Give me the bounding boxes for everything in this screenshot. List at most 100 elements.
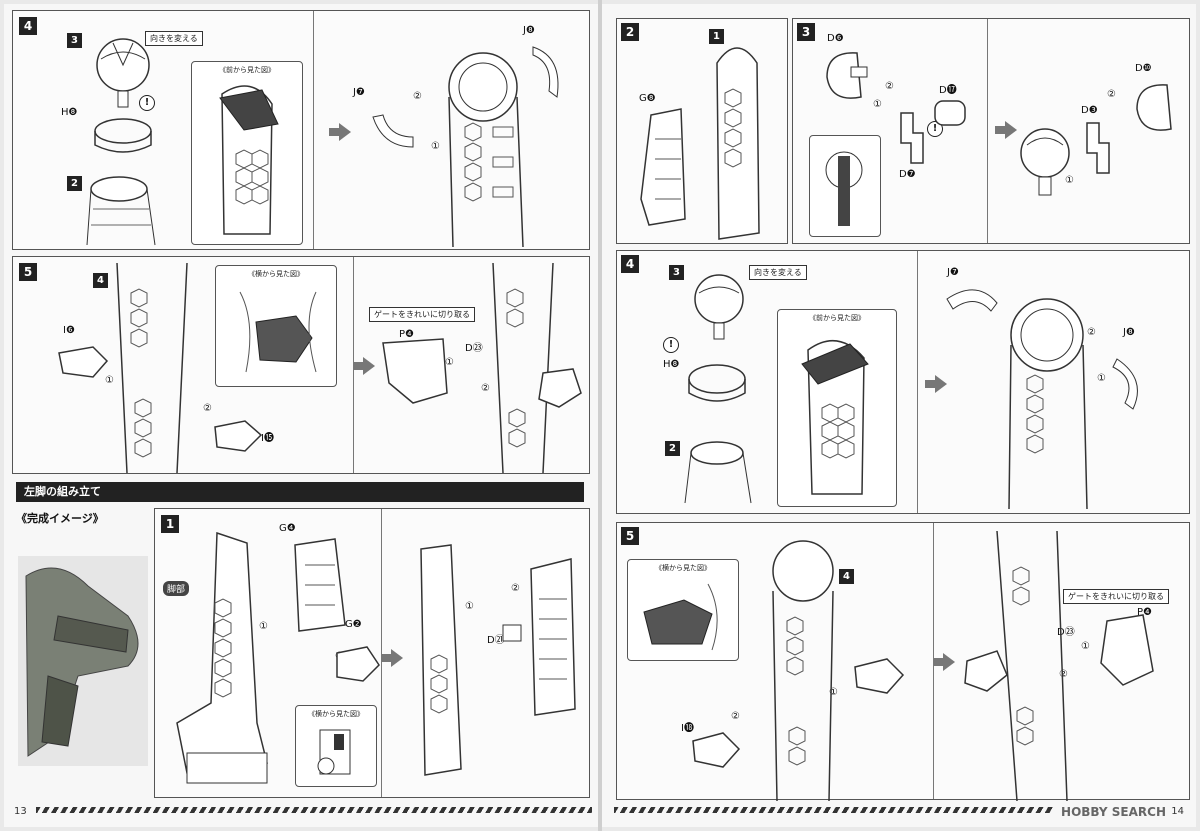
step-marker-1b: ① bbox=[1065, 175, 1074, 186]
step2-panel: 2 1 G❽ bbox=[616, 18, 788, 244]
caution-icon: ! bbox=[139, 95, 155, 111]
sub-step-1: 1 bbox=[709, 29, 724, 44]
spine bbox=[598, 0, 602, 831]
joint-part-g2-drawing bbox=[336, 646, 380, 682]
part-label-d17: D⓱ bbox=[939, 85, 957, 96]
part-label-g4: G❹ bbox=[279, 523, 296, 534]
left-page: 4 3 2 向きを変える H❽ ! J❽ J❼ ② ① bbox=[4, 4, 598, 827]
step-marker-2b: ② bbox=[511, 583, 520, 594]
cap-part-d6-drawing bbox=[826, 52, 868, 99]
inset-leg-drawing bbox=[219, 85, 279, 235]
inset-front-view: 《前から見た図》 bbox=[191, 61, 303, 245]
assembled-leg-drawing bbox=[946, 289, 1138, 510]
assembled-leg-side-drawing bbox=[964, 530, 1154, 802]
page-number: 13 bbox=[14, 806, 27, 817]
step-marker-1: ① bbox=[259, 621, 268, 632]
step-number: 3 bbox=[797, 23, 815, 41]
complete-image-label: 《完成イメージ》 bbox=[16, 512, 104, 525]
leg-socket-drawing bbox=[684, 441, 752, 504]
inset-title: 《横から見た図》 bbox=[308, 710, 364, 718]
inset-joint-drawing bbox=[317, 729, 351, 775]
part-label-p4: P❹ bbox=[1137, 607, 1152, 618]
frame-part-g4-drawing bbox=[294, 538, 346, 632]
ring-part-drawing bbox=[688, 364, 746, 402]
step-marker-1: ① bbox=[1097, 373, 1106, 384]
part-label-g2: G❷ bbox=[345, 619, 362, 630]
peg-part-d17-drawing bbox=[934, 100, 966, 126]
part-label-g8: G❽ bbox=[639, 93, 656, 104]
step-marker-1b: ① bbox=[1081, 641, 1090, 652]
complete-image-photo bbox=[18, 556, 148, 766]
leg-socket-drawing bbox=[86, 176, 156, 246]
step-marker-2: ② bbox=[203, 403, 212, 414]
step5-panel: 5 4 《横から見た図》 I⓲ I❾ ② ① bbox=[616, 522, 1190, 802]
step-marker-2: ② bbox=[413, 91, 422, 102]
part-label-d23: D㉓ bbox=[1057, 627, 1075, 638]
step-number: 5 bbox=[621, 527, 639, 545]
sub-step-2: 2 bbox=[665, 441, 680, 456]
step-marker-1b: ① bbox=[465, 601, 474, 612]
inset-detail bbox=[809, 135, 881, 237]
assembled-leg-drawing bbox=[372, 46, 559, 248]
ball-joint-drawing bbox=[1020, 128, 1070, 196]
footer-stripe bbox=[36, 807, 592, 813]
part-label-d23: D㉓ bbox=[465, 343, 483, 354]
panel-divider bbox=[381, 509, 382, 797]
step-marker-1: ① bbox=[105, 375, 114, 386]
sub-step-3: 3 bbox=[67, 33, 82, 48]
step-marker-1b: ① bbox=[445, 357, 454, 368]
callout-rotate: 向きを変える bbox=[749, 265, 807, 280]
step-marker-2b: ② bbox=[481, 383, 490, 394]
step-number: 1 bbox=[161, 515, 179, 533]
brand-watermark: HOBBY SEARCH bbox=[1061, 805, 1166, 819]
flow-arrow-icon bbox=[353, 357, 375, 375]
flow-arrow-icon bbox=[925, 375, 947, 393]
part-label-j8: J❽ bbox=[1123, 327, 1135, 338]
part-label-p4: P❹ bbox=[399, 329, 414, 340]
step3-panel: 3 D❻ D⓱ D❼ ② ① ! bbox=[792, 18, 1190, 244]
inset-side-view: 《横から見た図》 bbox=[295, 705, 377, 787]
inset-title: 《前から見た図》 bbox=[809, 314, 865, 322]
step-marker-2: ② bbox=[885, 81, 894, 92]
step-marker-2b: ② bbox=[1107, 89, 1116, 100]
inset-side-view: 《横から見た図》 bbox=[627, 559, 739, 661]
cap-part-d10-drawing bbox=[1136, 84, 1172, 131]
step4-panel: 4 3 2 向きを変える H❽ ! J❽ J❼ ② ① bbox=[12, 10, 590, 250]
callout-rotate: 向きを変える bbox=[145, 31, 203, 46]
step-number: 2 bbox=[621, 23, 639, 41]
leg-side-drawing bbox=[116, 262, 188, 474]
step-marker-2: ② bbox=[731, 711, 740, 722]
section-title-left-leg: 左脚の組み立て bbox=[16, 482, 584, 502]
step-marker-1: ① bbox=[829, 687, 838, 698]
sub-step-4: 4 bbox=[839, 569, 854, 584]
sphere-part-drawing bbox=[96, 38, 150, 108]
inset-title: 《前から見た図》 bbox=[219, 66, 275, 74]
inset-armor-drawing bbox=[643, 583, 718, 651]
step-marker-1: ① bbox=[873, 99, 882, 110]
caution-icon: ! bbox=[663, 337, 679, 353]
bracket-part-d7-drawing bbox=[900, 112, 924, 164]
flow-arrow-icon bbox=[381, 649, 403, 667]
part-label-j7: J❼ bbox=[353, 87, 365, 98]
assembled-frame-drawing bbox=[420, 544, 576, 776]
sub-step-3: 3 bbox=[669, 265, 684, 280]
bracket-part-d3-drawing bbox=[1086, 122, 1110, 174]
step5-panel: 5 4 I❻ I⓯ ① ② ゲートをきれいに切り取る P❹ D㉓ ① ② bbox=[12, 256, 590, 474]
part-label-d3: D❸ bbox=[1081, 105, 1098, 116]
sub-step-2: 2 bbox=[67, 176, 82, 191]
armor-part-i9-drawing bbox=[854, 658, 905, 694]
step1-panel: 1 脚部 G❹ G❷ ① ② G❸ D㉑ ② ① bbox=[154, 508, 590, 798]
inset-armor-drawing bbox=[239, 291, 317, 373]
footer-stripe bbox=[614, 807, 1054, 813]
armor-part-i15-drawing bbox=[214, 420, 263, 452]
sphere-part-drawing bbox=[694, 274, 744, 340]
step4-panel: 4 3 2 向きを変える ! H❽ J❼ J❽ ② ① bbox=[616, 250, 1190, 514]
leg-side-drawing bbox=[772, 540, 834, 802]
caution-icon: ! bbox=[927, 121, 943, 137]
part-label-d21: D㉑ bbox=[487, 635, 505, 646]
part-label-d7: D❼ bbox=[899, 169, 916, 180]
callout-gate: ゲートをきれいに切り取る bbox=[1063, 589, 1169, 604]
inset-title: 《横から見た図》 bbox=[248, 270, 304, 278]
step-number: 4 bbox=[621, 255, 639, 273]
